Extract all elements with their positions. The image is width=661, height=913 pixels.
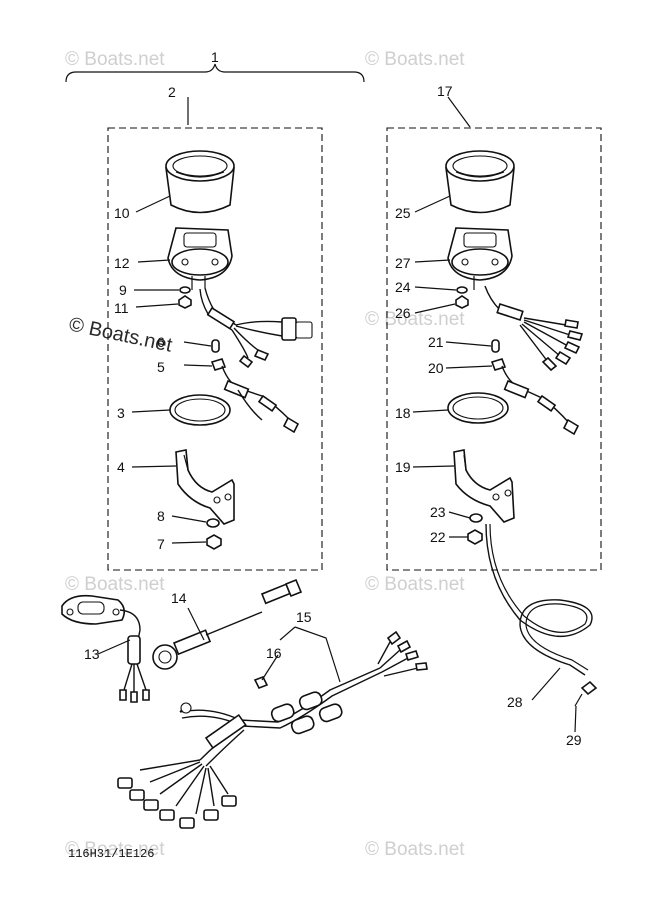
callout-6: 6: [157, 334, 165, 350]
cap-part: [211, 339, 220, 353]
callout-20: 20: [428, 360, 444, 376]
gauge-cup-part: [165, 150, 235, 214]
callout-3: 3: [117, 405, 125, 421]
callout-1: 1: [211, 49, 219, 65]
seal-ring-part: [447, 392, 509, 424]
watermark: © Boats.net: [365, 309, 465, 330]
nut-part: [467, 529, 483, 545]
callout-18: 18: [395, 405, 411, 421]
callout-7: 7: [157, 536, 165, 552]
nut-part: [206, 534, 222, 550]
callout-23: 23: [430, 504, 446, 520]
sender-lead-part: [490, 358, 580, 436]
washer-part: [179, 286, 191, 294]
bracket-part: [453, 449, 515, 523]
callout-21: 21: [428, 334, 444, 350]
fuse-part: [253, 675, 269, 690]
watermark: © Boats.net: [365, 49, 465, 70]
callout-8: 8: [157, 508, 165, 524]
callout-25: 25: [395, 205, 411, 221]
left-meter-group-box: [107, 127, 323, 571]
meter-harness-part: [484, 285, 584, 372]
nut-part: [178, 295, 192, 309]
left-meter-parts: [165, 150, 313, 550]
gauge-cup-part: [445, 150, 515, 214]
callout-22: 22: [430, 529, 446, 545]
watermark: © Boats.net: [65, 49, 165, 70]
leader-lines: [97, 195, 577, 733]
seal-ring-part: [169, 394, 231, 426]
assembly-brace: [65, 63, 471, 128]
nut-part: [455, 295, 469, 309]
watermark: © Boats.net: [365, 574, 465, 595]
sender-lead-part: [210, 358, 300, 434]
callout-10: 10: [114, 205, 130, 221]
watermark: © Boats.net: [65, 839, 165, 860]
meter-body-part: [447, 227, 513, 290]
callout-12: 12: [114, 255, 130, 271]
callout-19: 19: [395, 459, 411, 475]
callout-29: 29: [566, 732, 582, 748]
switch-harness-part: [61, 594, 150, 703]
callout-27: 27: [395, 255, 411, 271]
callout-9: 9: [119, 282, 127, 298]
callout-24: 24: [395, 279, 411, 295]
callout-labels: 1 2 3 4 5 6 7 8 9 10 11 12 13 14 15 16 1…: [68, 49, 582, 861]
washer-part: [469, 513, 483, 523]
watermark-group: © Boats.net © Boats.net © Boats.net © Bo…: [65, 49, 465, 860]
extension-cable-part: [152, 578, 303, 670]
cap-part: [491, 339, 500, 353]
washer-part: [206, 518, 220, 528]
callout-5: 5: [157, 359, 165, 375]
callout-13: 13: [84, 646, 100, 662]
callout-14: 14: [171, 590, 187, 606]
watermark: © Boats.net: [365, 839, 465, 860]
main-wire-harness-part: [117, 630, 428, 829]
meter-body-part: [167, 227, 233, 290]
callout-28: 28: [507, 694, 523, 710]
right-meter-parts: [445, 150, 598, 707]
callout-2: 2: [168, 84, 176, 100]
right-meter-group-box: [386, 127, 602, 571]
meter-harness-part: [199, 287, 313, 369]
callout-11: 11: [114, 300, 129, 316]
watermark: © Boats.net: [65, 574, 165, 595]
callout-17: 17: [437, 83, 453, 99]
callout-26: 26: [395, 305, 411, 321]
callout-4: 4: [117, 459, 125, 475]
tube-fitting-part: [574, 680, 598, 707]
callout-16: 16: [266, 645, 282, 661]
diagram-code: 116H31/1E126: [68, 847, 154, 861]
bracket-part: [175, 449, 235, 525]
washer-part: [456, 286, 468, 294]
tube-part: [485, 523, 593, 676]
callout-15: 15: [296, 609, 312, 625]
